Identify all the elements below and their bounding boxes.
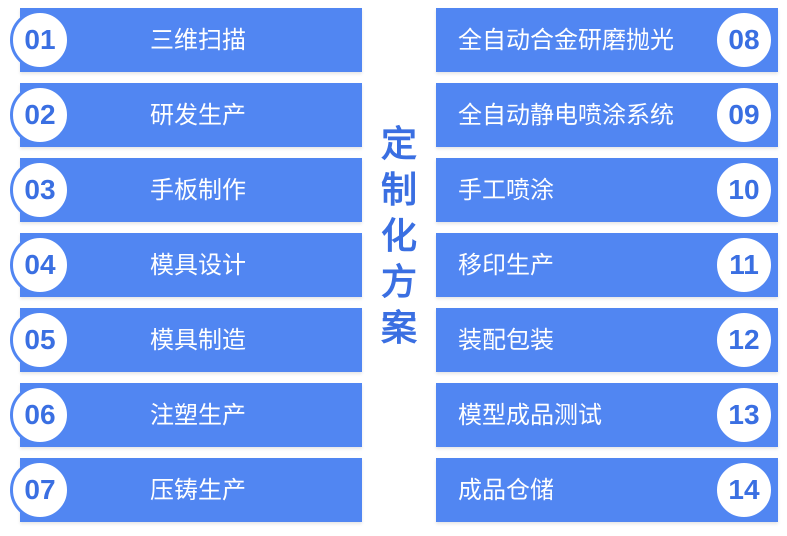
process-step-06: 06 注塑生产	[10, 383, 362, 447]
step-number-badge: 12	[714, 310, 774, 370]
step-number-badge: 01	[10, 10, 70, 70]
step-bar	[20, 83, 362, 147]
step-number-badge: 03	[10, 160, 70, 220]
step-bar	[20, 458, 362, 522]
step-number-badge: 08	[714, 10, 774, 70]
step-label: 三维扫描	[150, 26, 246, 54]
step-number-badge: 02	[10, 85, 70, 145]
process-step-02: 02 研发生产	[10, 83, 362, 147]
process-step-04: 04 模具设计	[10, 233, 362, 297]
step-number-badge: 14	[714, 460, 774, 520]
step-number-badge: 07	[10, 460, 70, 520]
process-step-03: 03 手板制作	[10, 158, 362, 222]
step-label: 全自动静电喷涂系统	[458, 101, 674, 129]
step-label: 模具设计	[150, 251, 246, 279]
step-bar	[20, 158, 362, 222]
step-label: 研发生产	[150, 101, 246, 129]
step-label: 手板制作	[150, 176, 246, 204]
title-char: 化	[380, 216, 417, 257]
process-step-05: 05 模具制造	[10, 308, 362, 372]
vertical-title: 定 制 化 方 案	[375, 122, 423, 352]
step-bar	[20, 233, 362, 297]
step-bar	[20, 308, 362, 372]
step-label: 全自动合金研磨抛光	[458, 26, 674, 54]
process-step-13: 模型成品测试 13	[436, 383, 778, 447]
step-number-badge: 06	[10, 385, 70, 445]
title-char: 方	[380, 262, 417, 303]
process-step-08: 全自动合金研磨抛光 08	[436, 8, 778, 72]
step-label: 模型成品测试	[458, 401, 602, 429]
step-number-badge: 05	[10, 310, 70, 370]
process-step-01: 01 三维扫描	[10, 8, 362, 72]
process-step-07: 07 压铸生产	[10, 458, 362, 522]
process-step-10: 手工喷涂 10	[436, 158, 778, 222]
process-step-12: 装配包装 12	[436, 308, 778, 372]
step-label: 装配包装	[458, 326, 554, 354]
title-char: 案	[380, 308, 417, 349]
step-bar	[20, 8, 362, 72]
step-label: 移印生产	[458, 251, 554, 279]
process-step-09: 全自动静电喷涂系统 09	[436, 83, 778, 147]
step-number-badge: 09	[714, 85, 774, 145]
process-step-14: 成品仓储 14	[436, 458, 778, 522]
step-label: 压铸生产	[150, 476, 246, 504]
step-label: 模具制造	[150, 326, 246, 354]
step-number-badge: 11	[714, 235, 774, 295]
process-step-11: 移印生产 11	[436, 233, 778, 297]
step-bar	[20, 383, 362, 447]
step-number-badge: 04	[10, 235, 70, 295]
step-number-badge: 10	[714, 160, 774, 220]
step-label: 注塑生产	[150, 401, 246, 429]
title-char: 定	[380, 124, 417, 165]
title-char: 制	[380, 170, 417, 211]
step-label: 手工喷涂	[458, 176, 554, 204]
step-number-badge: 13	[714, 385, 774, 445]
step-label: 成品仓储	[458, 476, 554, 504]
